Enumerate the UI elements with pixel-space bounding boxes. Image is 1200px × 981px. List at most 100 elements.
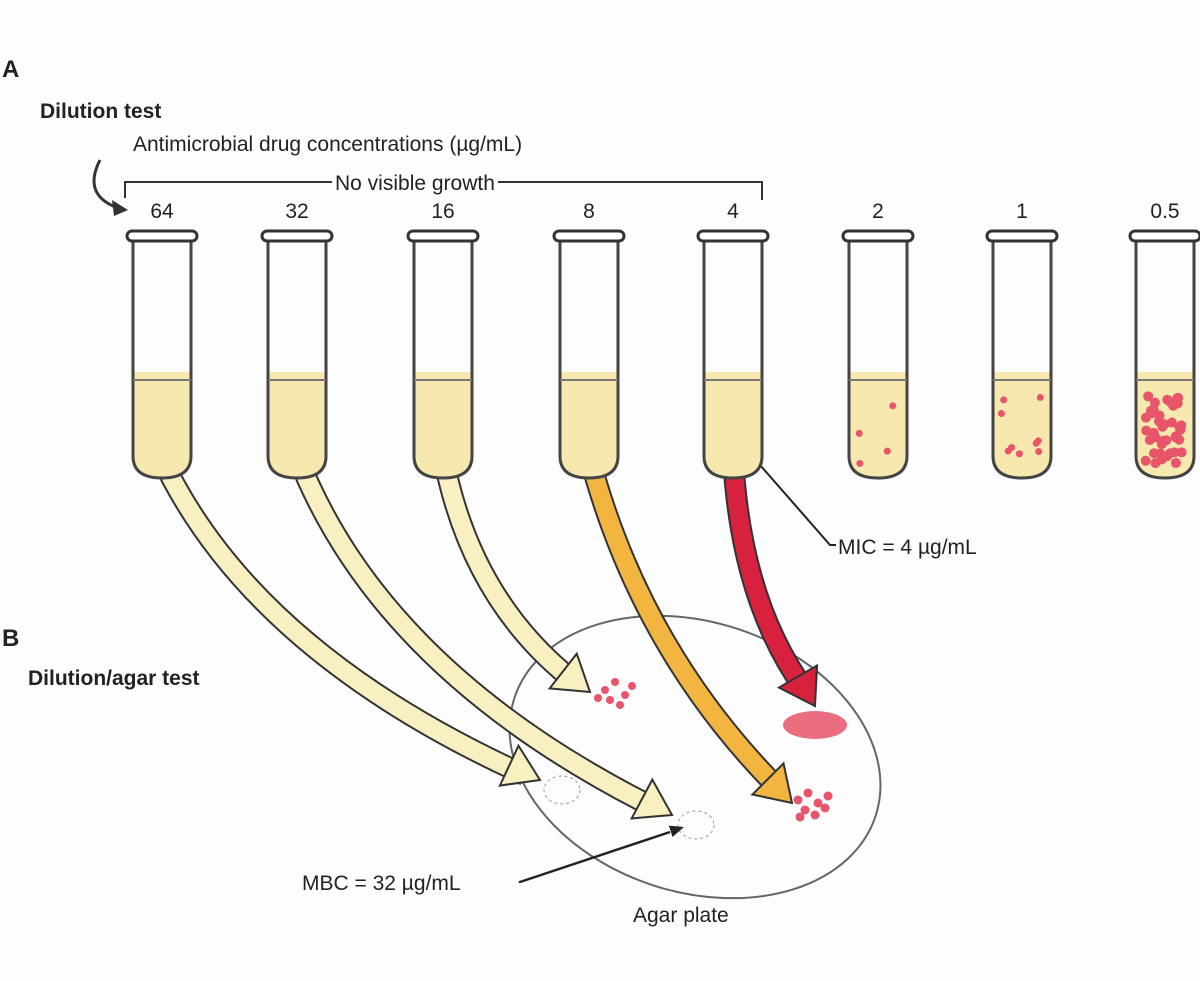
- test-tube: [1134, 238, 1196, 480]
- tube-8: [552, 229, 626, 480]
- bacterial-growth: [1148, 404, 1159, 415]
- bacterial-growth: [1032, 439, 1040, 447]
- bacterial-growth: [855, 429, 863, 437]
- concentration-label: 8: [583, 200, 595, 223]
- colony: [606, 696, 614, 704]
- tube-rim: [260, 229, 334, 243]
- panel-a-letter: A: [2, 56, 20, 83]
- bacterial-growth: [1000, 396, 1008, 404]
- colony: [594, 694, 602, 702]
- bacterial-growth: [1157, 435, 1168, 446]
- bacterial-growth: [1161, 451, 1172, 462]
- broth: [560, 372, 618, 478]
- test-tube: [266, 238, 328, 480]
- arrow-32: [286, 451, 674, 820]
- colony: [793, 795, 803, 805]
- bacterial-growth: [1166, 417, 1177, 428]
- arrow-16-head-icon: [547, 651, 592, 694]
- concentration-header: Antimicrobial drug concentrations (µg/mL…: [133, 133, 523, 156]
- test-tube: [131, 238, 193, 480]
- tube-rim: [406, 229, 480, 243]
- test-tube: [991, 238, 1053, 480]
- arrow-16-outline: [432, 452, 582, 691]
- bacterial-growth: [1169, 447, 1180, 458]
- bacterial-growth: [1008, 444, 1016, 452]
- bacterial-growth: [1143, 391, 1154, 402]
- tube-4: [696, 229, 770, 480]
- concentration-label: 4: [727, 200, 739, 223]
- bacterial-growth: [883, 447, 891, 455]
- tube-64: [125, 229, 199, 480]
- empty-site-32: [677, 810, 715, 840]
- tube-rim: [696, 229, 770, 243]
- test-tube: [412, 238, 474, 480]
- bacterial-growth: [1170, 457, 1181, 468]
- broth: [414, 372, 472, 478]
- bacterial-growth: [1036, 393, 1044, 401]
- test-tube: [558, 238, 620, 480]
- mic-label: MIC = 4 µg/mL: [838, 536, 977, 559]
- broth: [268, 372, 326, 478]
- concentration-label: 0.5: [1150, 200, 1180, 223]
- mic-leader-line: [759, 464, 836, 546]
- tube-16: [406, 229, 480, 480]
- test-tube: [702, 238, 764, 480]
- concentration-label: 32: [285, 200, 309, 223]
- colony: [616, 701, 624, 709]
- test-tube: [847, 238, 909, 480]
- no-visible-growth-label: No visible growth: [332, 172, 498, 196]
- bacterial-growth: [1176, 420, 1187, 431]
- arrow-8-outline: [578, 452, 788, 798]
- panel-b-title: Dilution/agar test: [28, 667, 200, 690]
- colony: [823, 791, 833, 801]
- colony-lawn: [783, 711, 847, 739]
- concentration-label: 1: [1016, 200, 1028, 223]
- bacterial-growth: [1168, 400, 1179, 411]
- bacterial-growth: [1176, 447, 1187, 458]
- arrow-8-head-icon: [750, 761, 794, 805]
- bacterial-growth: [856, 459, 864, 467]
- arrow-64: [150, 450, 542, 787]
- colony: [800, 805, 810, 815]
- bacterial-growth: [889, 402, 897, 410]
- colony: [820, 803, 830, 813]
- arrow-4: [722, 454, 819, 708]
- broth: [993, 372, 1051, 478]
- tube-rim: [1128, 229, 1200, 243]
- mbc-label: MBC = 32 µg/mL: [302, 872, 461, 895]
- colony: [628, 682, 636, 690]
- arrow-4-head-icon: [776, 663, 819, 708]
- colony: [795, 812, 805, 822]
- colony: [810, 810, 820, 820]
- broth: [133, 372, 191, 478]
- bacterial-growth: [1035, 448, 1043, 456]
- concentration-label: 2: [872, 200, 884, 223]
- arrow-64-head-icon: [498, 743, 542, 787]
- arrow-8: [578, 452, 794, 805]
- arrow-64-body: [151, 451, 529, 784]
- arrow-16: [432, 452, 592, 694]
- arrow-32-head-icon: [629, 777, 674, 820]
- arrow-16-body: [434, 453, 581, 690]
- arrow-64-outline: [150, 450, 530, 786]
- pointer-arrowhead-icon: [112, 200, 128, 216]
- pointer-arrow: [92, 159, 119, 210]
- mbc-leader-line: [518, 830, 671, 884]
- agar-plate-label: Agar plate: [633, 904, 729, 927]
- colony: [621, 691, 629, 699]
- mbc-arrowhead-icon: [668, 825, 684, 838]
- panel-b-letter: B: [2, 625, 20, 652]
- colony: [601, 686, 609, 694]
- bacterial-growth: [1148, 427, 1159, 438]
- colony: [611, 678, 619, 686]
- bacterial-growth: [1157, 421, 1168, 432]
- colony: [803, 788, 813, 798]
- empty-site-64: [543, 775, 581, 805]
- tube-rim: [552, 229, 626, 243]
- bacterial-growth: [997, 410, 1005, 418]
- bacterial-growth: [1172, 393, 1183, 404]
- colony: [813, 798, 823, 808]
- bacterial-growth: [1170, 432, 1181, 443]
